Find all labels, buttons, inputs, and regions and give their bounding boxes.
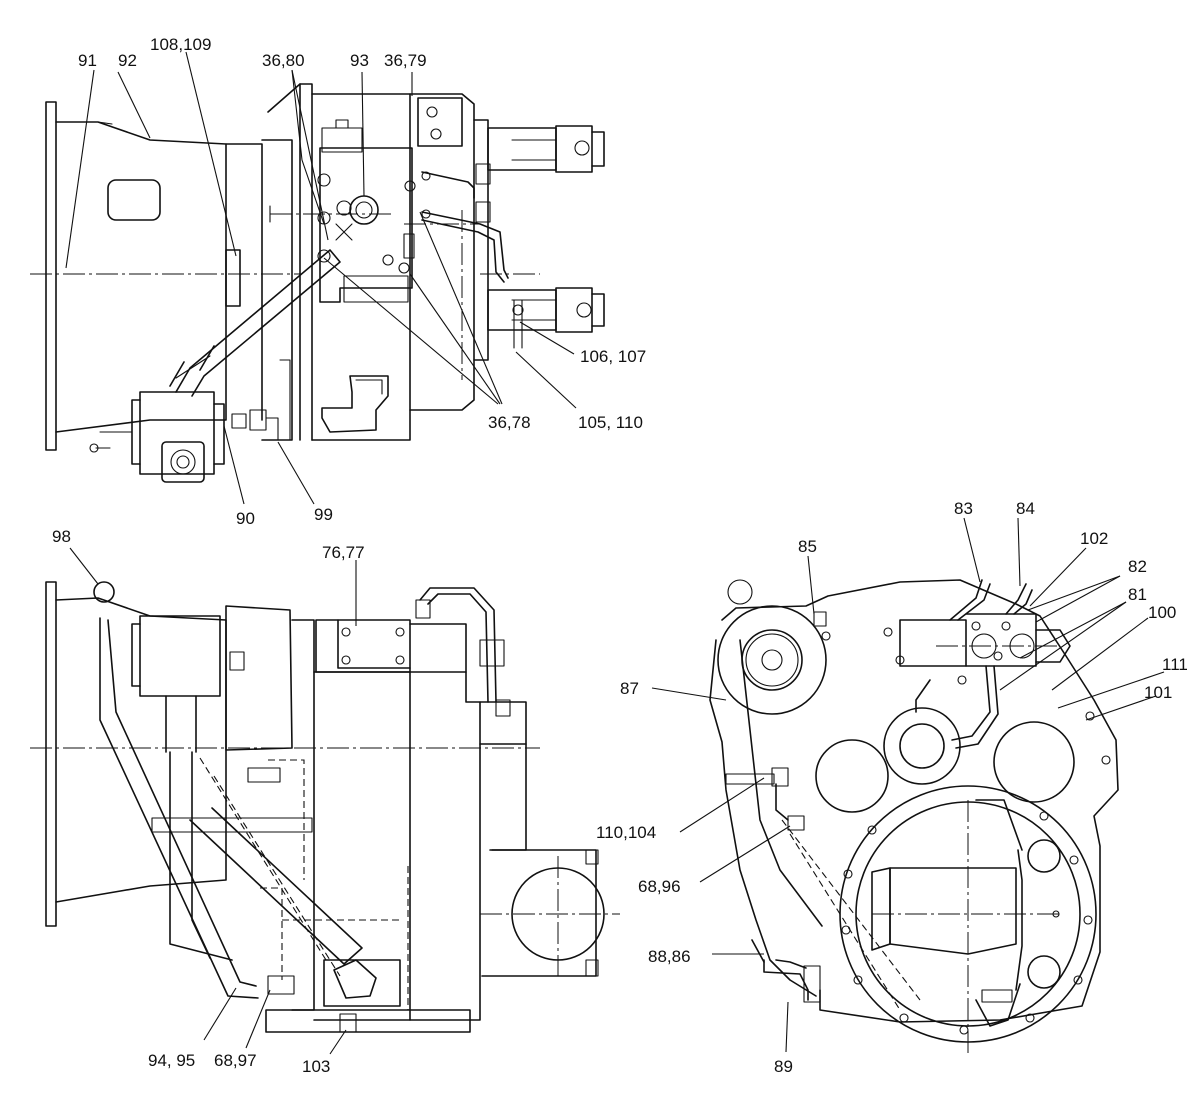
callout-68-97: 68,97 bbox=[214, 1051, 257, 1070]
callout-108-109: 108,109 bbox=[150, 35, 211, 54]
callout-84: 84 bbox=[1016, 499, 1035, 518]
callout-89: 89 bbox=[774, 1057, 793, 1076]
callout-87: 87 bbox=[620, 679, 639, 698]
top-side-view bbox=[30, 51, 605, 505]
callout-101: 101 bbox=[1144, 683, 1172, 702]
callout-94-95: 94, 95 bbox=[148, 1051, 195, 1070]
callout-91: 91 bbox=[78, 51, 97, 70]
callout-103: 103 bbox=[302, 1057, 330, 1076]
callout-100: 100 bbox=[1148, 603, 1176, 622]
callout-93: 93 bbox=[350, 51, 369, 70]
callout-81: 81 bbox=[1128, 585, 1147, 604]
callout-88-86: 88,86 bbox=[648, 947, 691, 966]
callout-36-80: 36,80 bbox=[262, 51, 305, 70]
callout-labels: 91 92 108,109 36,80 93 36,79 106, 107 10… bbox=[52, 35, 1188, 1076]
callout-111: 111 bbox=[1162, 655, 1188, 674]
callout-68-96: 68,96 bbox=[638, 877, 681, 896]
callout-99: 99 bbox=[314, 505, 333, 524]
callout-98: 98 bbox=[52, 527, 71, 546]
callout-85: 85 bbox=[798, 537, 817, 556]
callout-106-107: 106, 107 bbox=[580, 347, 646, 366]
callout-83: 83 bbox=[954, 499, 973, 518]
callout-92: 92 bbox=[118, 51, 137, 70]
callout-36-78: 36,78 bbox=[488, 413, 531, 432]
callout-76-77: 76,77 bbox=[322, 543, 365, 562]
end-view bbox=[651, 517, 1165, 1056]
callout-82: 82 bbox=[1128, 557, 1147, 576]
callout-102: 102 bbox=[1080, 529, 1108, 548]
callout-36-79: 36,79 bbox=[384, 51, 427, 70]
bottom-left-view bbox=[30, 547, 620, 1055]
callout-110-104: 110,104 bbox=[596, 823, 656, 842]
callout-105-110: 105, 110 bbox=[578, 413, 643, 432]
callout-90: 90 bbox=[236, 509, 255, 528]
